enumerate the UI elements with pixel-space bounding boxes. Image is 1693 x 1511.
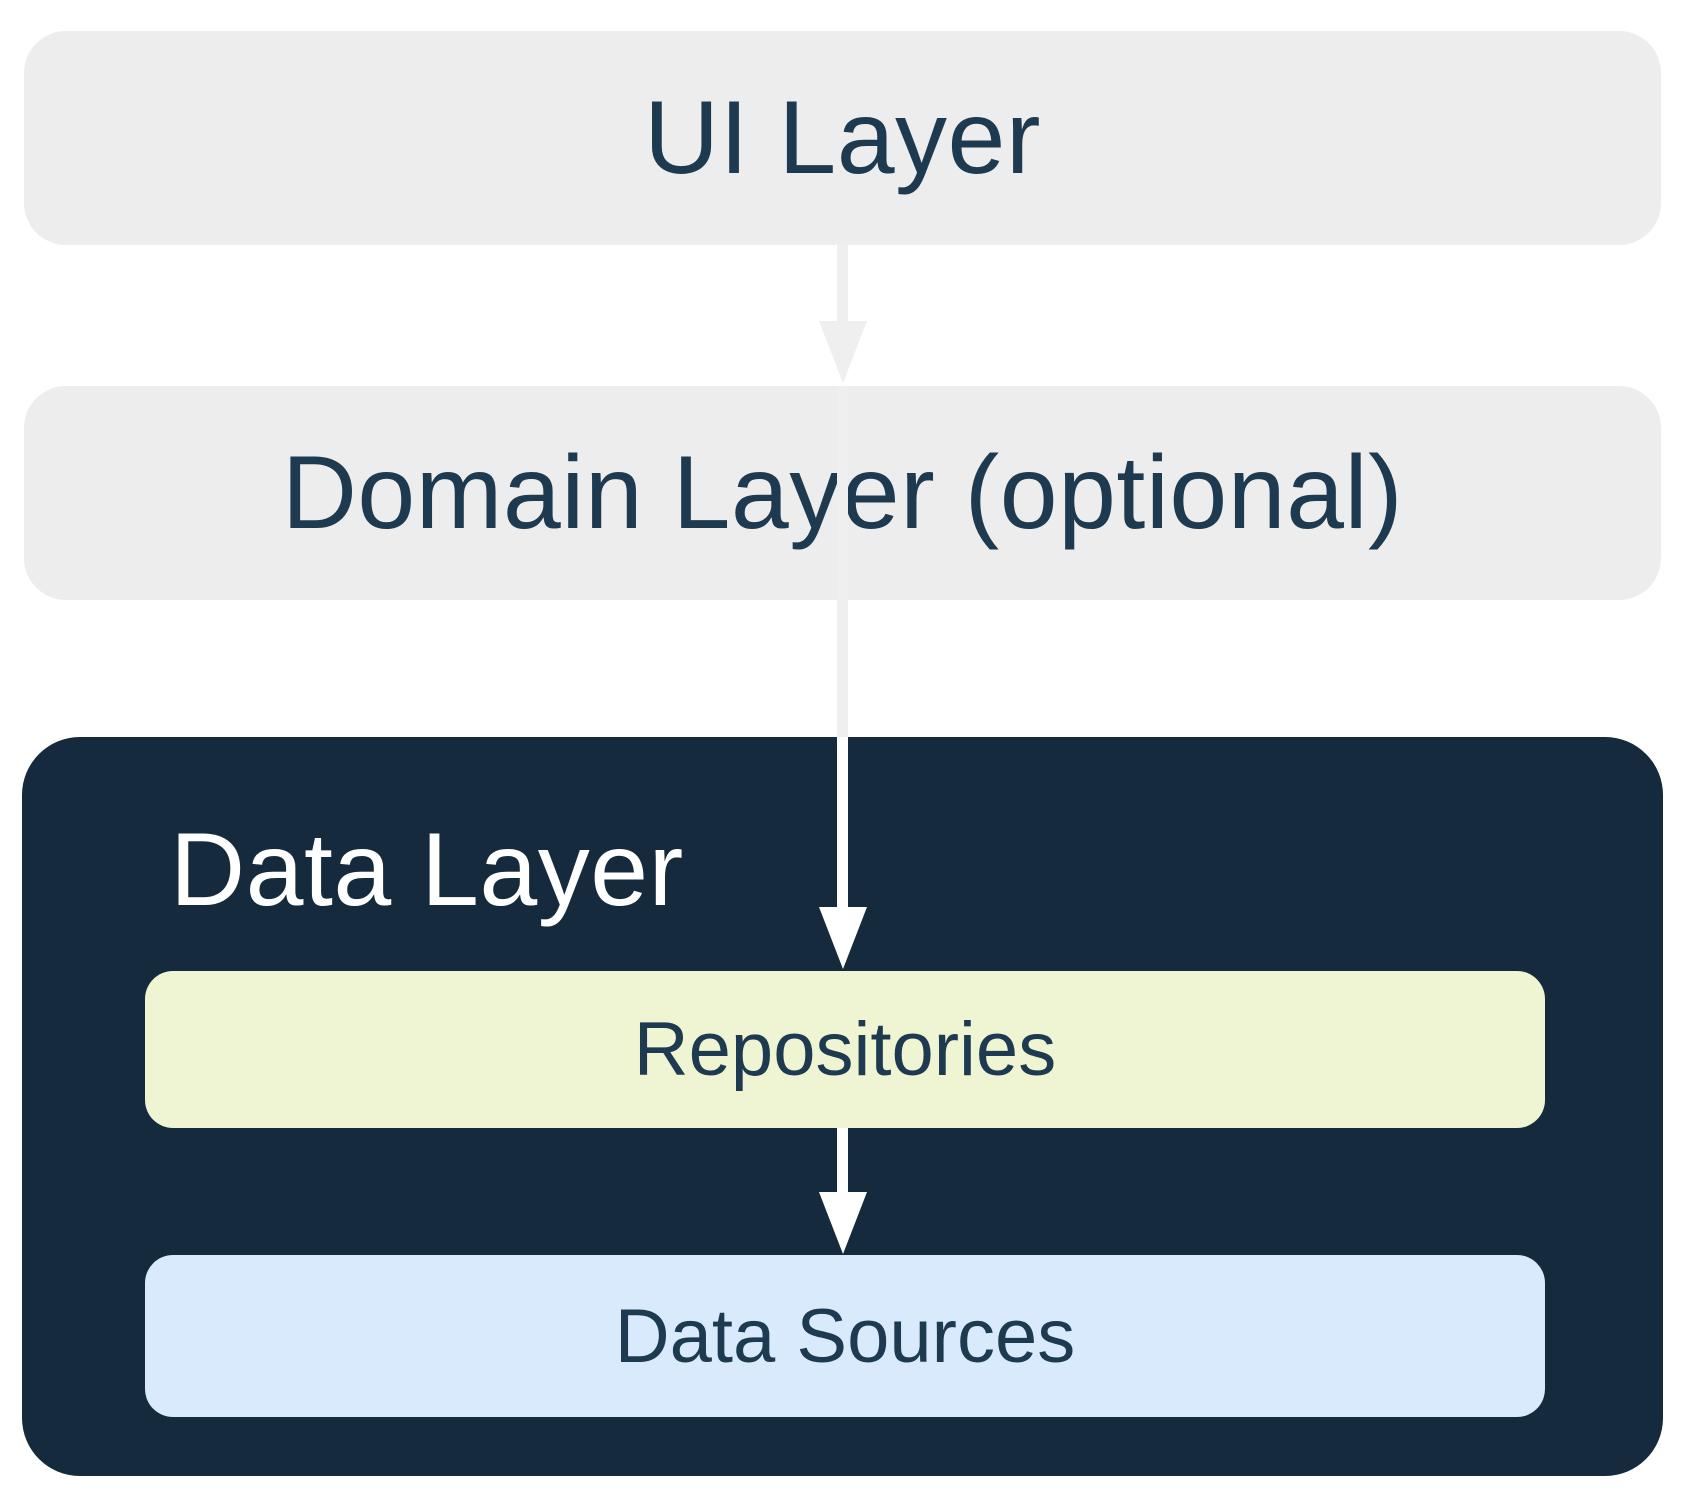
data-to-repositories-arrow-shaft: [837, 737, 848, 909]
repositories-to-datasources-arrow-head-icon: [819, 1192, 867, 1254]
repositories-to-datasources-arrow-shaft: [837, 1128, 848, 1194]
repositories-box: Repositories: [145, 971, 1545, 1128]
ui-to-domain-arrow-head-icon: [819, 321, 867, 383]
ui-to-domain-arrow-shaft: [837, 245, 848, 325]
repositories-label: Repositories: [633, 1007, 1057, 1092]
data-sources-label: Data Sources: [614, 1293, 1076, 1379]
domain-to-data-connector: [837, 386, 848, 737]
data-to-repositories-arrow-head-icon: [819, 907, 867, 969]
ui-layer-box: UI Layer: [24, 31, 1661, 245]
ui-layer-label: UI Layer: [643, 79, 1042, 196]
data-sources-box: Data Sources: [145, 1255, 1545, 1417]
data-layer-label: Data Layer: [170, 812, 684, 928]
